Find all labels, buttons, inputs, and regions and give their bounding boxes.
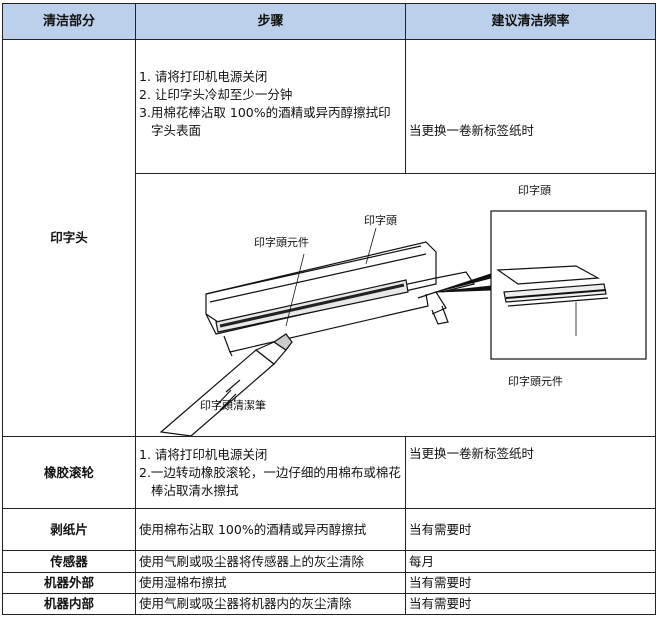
- table-header-row: 清洁部分 步骤 建议清洁频率: [2, 3, 656, 40]
- part-cell: 印字头: [2, 39, 136, 437]
- frequency-cell: 当有需要时: [405, 508, 656, 551]
- table-row: 橡胶滚轮 1. 请将打印机电源关闭 2.一边转动橡胶滚轮，一边仔细的用棉布或棉花…: [2, 436, 656, 509]
- inset-view: [490, 210, 647, 360]
- print-head-mechanism: [205, 241, 475, 357]
- steps-cell: 1. 请将打印机电源关闭 2. 让印字头冷却至少一分钟 3.用棉花棒沾取 100…: [135, 39, 406, 174]
- table-row: 传感器 使用气刷或吸尘器将传感器上的灰尘清除 每月: [2, 550, 656, 573]
- step-item: 2.一边转动橡胶滚轮，一边仔细的用棉布或棉花棒沾取清水擦拭: [139, 464, 401, 498]
- table-row: 机器外部 使用湿棉布擦拭 当有需要时: [2, 572, 656, 594]
- steps-cell: 1. 请将打印机电源关闭 2.一边转动橡胶滚轮，一边仔细的用棉布或棉花棒沾取清水…: [135, 436, 406, 509]
- part-cell: 橡胶滚轮: [2, 436, 136, 509]
- frequency-cell: 当更换一卷新标签纸时: [405, 39, 656, 174]
- step-item: 1. 请将打印机电源关闭: [139, 446, 268, 462]
- steps-cell: 使用气刷或吸尘器将机器内的灰尘清除: [135, 593, 406, 615]
- part-cell: 机器内部: [2, 593, 136, 615]
- part-cell: 机器外部: [2, 572, 136, 594]
- header-steps: 步骤: [135, 3, 406, 40]
- frequency-cell: 当更换一卷新标签纸时: [405, 436, 656, 509]
- leader-lines: [233, 227, 377, 403]
- steps-cell: 使用气刷或吸尘器将传感器上的灰尘清除: [135, 550, 406, 573]
- label-print-head-element: 印字頭元件: [254, 235, 309, 249]
- steps-cell: 使用棉布沾取 100%的酒精或异丙醇擦拭: [135, 508, 406, 551]
- step-item: 1. 请将打印机电源关闭: [139, 69, 268, 84]
- print-head-diagram: 印字頭元件 印字頭 印字頭清潔筆 印字頭 印字頭: [159, 183, 647, 436]
- step-item: 3.用棉花棒沾取 100%的酒精或异丙醇擦拭印字头表面: [139, 105, 391, 138]
- cleaning-table: 清洁部分 步骤 建议清洁频率 印字头 1. 请将打印机电源关闭 2. 让印字头冷…: [2, 3, 656, 615]
- table-row: 机器内部 使用气刷或吸尘器将机器内的灰尘清除 当有需要时: [2, 593, 656, 615]
- table-row: 印字头 1. 请将打印机电源关闭 2. 让印字头冷却至少一分钟 3.用棉花棒沾取…: [2, 39, 656, 437]
- diagram-row: 印字頭元件 印字頭 印字頭清潔筆 印字頭 印字頭: [3, 173, 656, 437]
- step-item: 2. 让印字头冷却至少一分钟: [139, 87, 293, 102]
- steps-cell: 使用湿棉布擦拭: [135, 572, 406, 594]
- label-inset-title: 印字頭: [518, 183, 551, 197]
- label-print-head: 印字頭: [364, 213, 397, 227]
- part-cell: 传感器: [2, 550, 136, 573]
- cleaning-pen: [159, 333, 293, 436]
- header-part: 清洁部分: [2, 3, 136, 40]
- frequency-cell: 当有需要时: [405, 593, 656, 615]
- header-frequency: 建议清洁频率: [405, 3, 656, 40]
- print-head-diagram-cell: 印字頭元件 印字頭 印字頭清潔筆 印字頭 印字頭: [135, 173, 656, 437]
- label-inset-element: 印字頭元件: [508, 374, 563, 388]
- table-row: 剥纸片 使用棉布沾取 100%的酒精或异丙醇擦拭 当有需要时: [2, 508, 656, 551]
- label-cleaning-pen: 印字頭清潔筆: [200, 398, 266, 412]
- part-cell: 剥纸片: [2, 508, 136, 551]
- frequency-cell: 当有需要时: [405, 572, 656, 594]
- frequency-cell: 每月: [405, 550, 656, 573]
- zoom-rays: [435, 273, 492, 293]
